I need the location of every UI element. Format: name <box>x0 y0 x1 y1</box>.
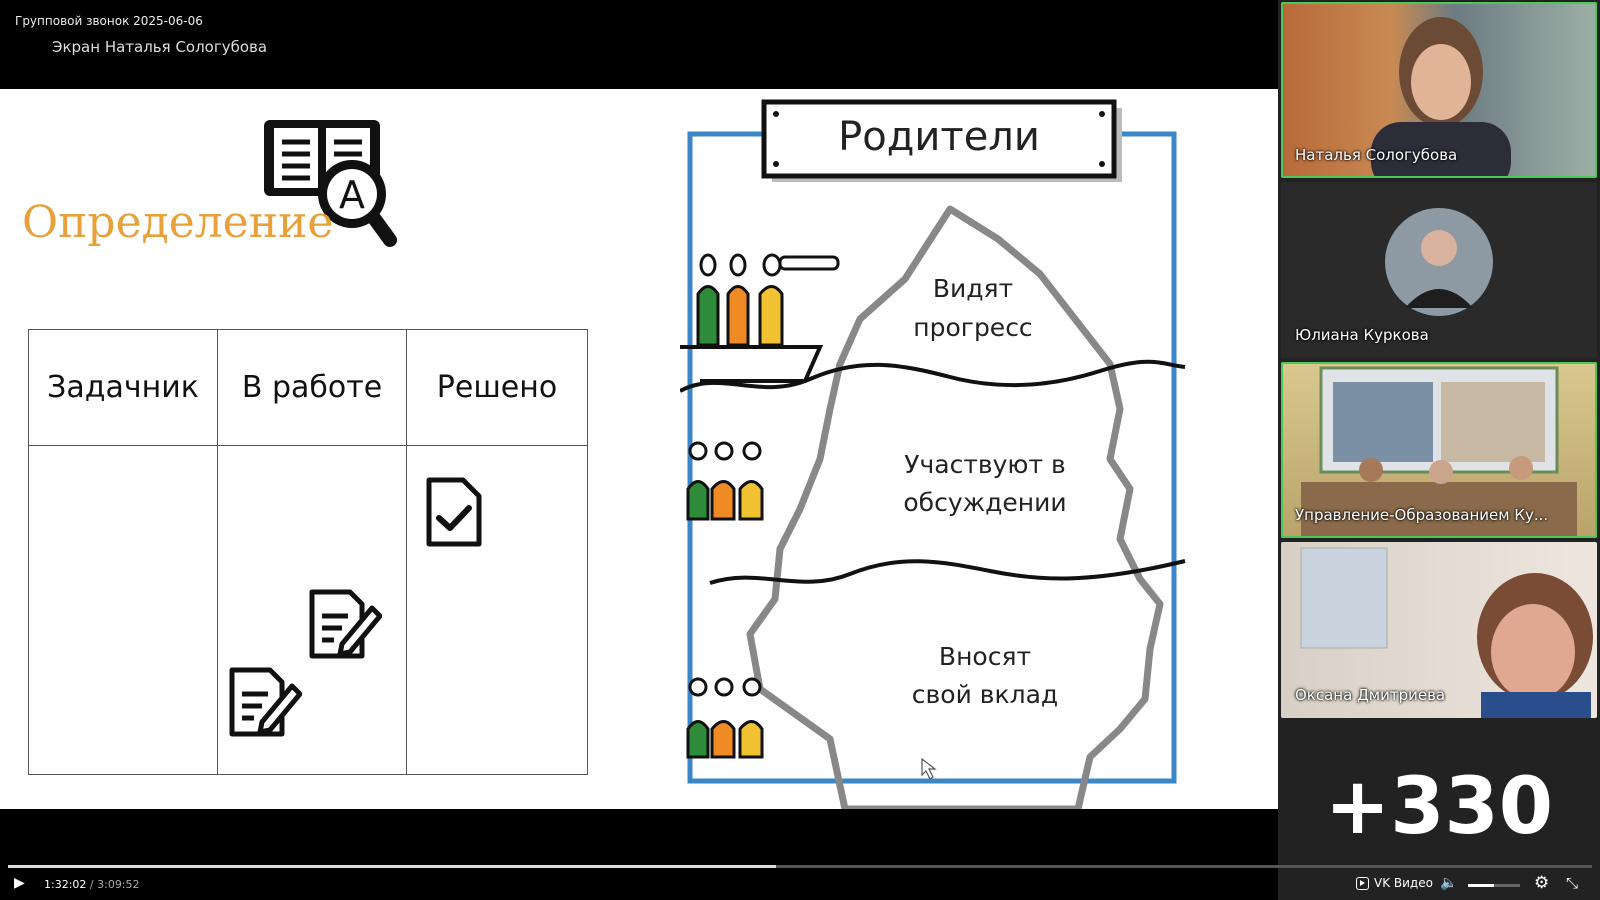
current-time: 1:32:02 <box>44 878 87 891</box>
level-bottom-line2: свой вклад <box>912 680 1058 709</box>
duration: 3:09:52 <box>97 878 140 891</box>
volume-fill <box>1468 884 1494 887</box>
participant-name: Управление-Образованием Ку... <box>1295 506 1549 524</box>
checked-document-icon <box>426 477 482 547</box>
book-search-icon: A <box>264 120 397 247</box>
kanban-board: Задачник В работе Решено <box>28 329 588 775</box>
brand-label: VK Видео <box>1374 876 1433 890</box>
play-icon[interactable]: ▶ <box>14 875 25 891</box>
participant-video <box>1301 366 1577 538</box>
screen-owner-label: Экран Наталья Сологубова <box>52 38 268 56</box>
kanban-column-in-progress: В работе <box>217 329 407 446</box>
kanban-column-done: Решено <box>406 329 588 446</box>
book-icon-letter: A <box>339 173 365 217</box>
call-title: Групповой звонок 2025-06-06 <box>15 14 203 28</box>
participant-tile[interactable]: Управление-Образованием Ку... <box>1281 362 1597 538</box>
progress-fill <box>8 865 777 868</box>
volume-icon[interactable]: 🔈 <box>1440 875 1458 891</box>
level-top-line1: Видят <box>933 274 1013 303</box>
participant-name: Оксана Дмитриева <box>1295 686 1446 704</box>
progress-bar[interactable] <box>8 865 1592 868</box>
people-binoculars-group <box>696 253 840 347</box>
vk-video-logo[interactable]: VK Видео <box>1356 876 1433 890</box>
time-display: 1:32:02 / 3:09:52 <box>44 878 140 891</box>
definition-title: Определение <box>22 197 334 248</box>
mouse-cursor-icon <box>921 757 937 780</box>
level-middle-line1: Участвуют в <box>904 450 1065 479</box>
volume-slider[interactable] <box>1468 884 1520 887</box>
level-top-line2: прогресс <box>913 313 1032 342</box>
participant-avatar <box>1385 208 1493 316</box>
participant-name: Наталья Сологубова <box>1295 146 1458 164</box>
player-controls: ▶ 1:32:02 / 3:09:52 VK Видео 🔈 ⚙ ⤡ <box>0 860 1600 900</box>
iceberg-banner: Родители <box>838 114 1040 160</box>
participant-tile[interactable]: Оксана Дмитриева <box>1281 542 1597 718</box>
level-bottom-line1: Вносят <box>939 642 1031 671</box>
kanban-cell-todo <box>28 445 218 775</box>
participant-video <box>1371 17 1511 178</box>
fullscreen-icon[interactable]: ⤡ <box>1566 874 1579 892</box>
more-participants-count[interactable]: +330 <box>1324 762 1554 852</box>
shared-slide: A Определение Задачник В работе Решено <box>0 89 1278 809</box>
edit-document-icon <box>229 667 302 737</box>
vk-video-icon <box>1356 876 1369 890</box>
people-snorkel-group <box>686 441 764 521</box>
kanban-column-todo: Задачник <box>28 329 218 446</box>
kanban-cell-in-progress <box>217 445 407 775</box>
participant-tile[interactable]: Наталья Сологубова <box>1281 2 1597 178</box>
level-middle-line2: обсуждении <box>903 488 1066 517</box>
participants-panel: Наталья Сологубова Юлиана Куркова Управл… <box>1278 0 1600 900</box>
iceberg-diagram: Родители Видя <box>680 99 1186 809</box>
participant-tile[interactable]: Юлиана Куркова <box>1281 182 1597 358</box>
people-diving-group <box>686 677 764 759</box>
participant-video <box>1300 547 1593 718</box>
edit-document-icon <box>309 589 382 659</box>
gear-icon[interactable]: ⚙ <box>1534 873 1550 893</box>
participant-name: Юлиана Куркова <box>1295 326 1429 344</box>
kanban-cell-done <box>406 445 588 775</box>
